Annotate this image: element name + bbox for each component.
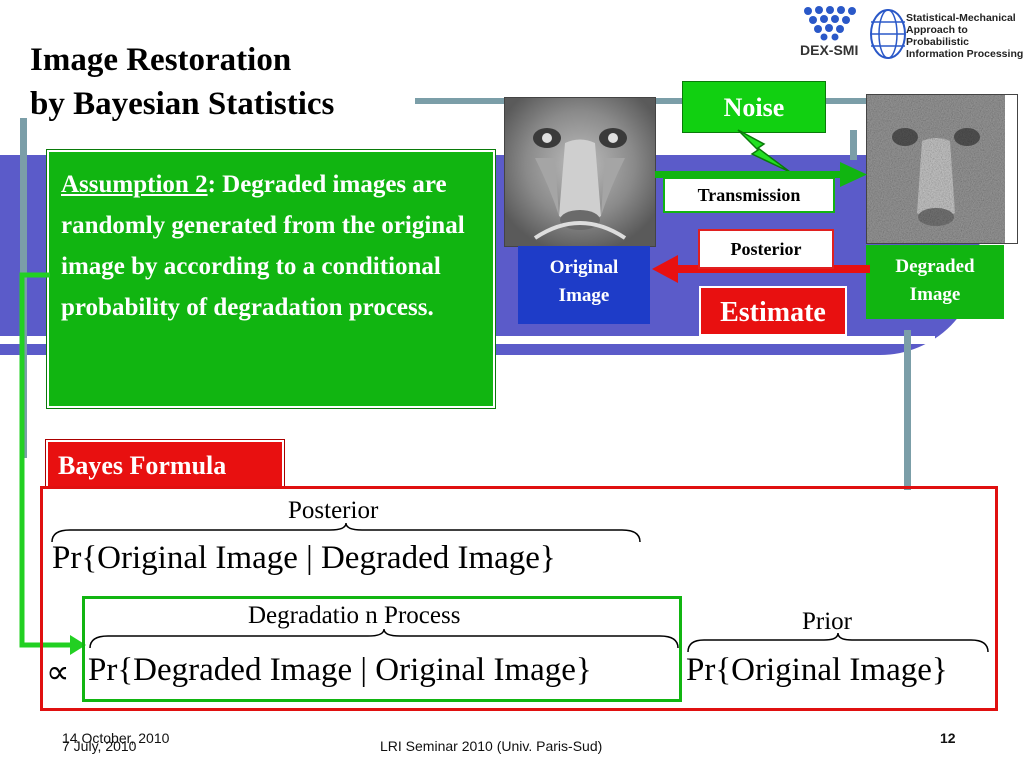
footer-date-2: 7 July, 2010 [62, 738, 137, 754]
assumption-heading: Assumption 2 [61, 171, 208, 198]
posterior-brace-icon [51, 522, 641, 543]
posterior-expression: Pr{Original Image | Degraded Image} [52, 540, 556, 576]
smapip-logo-icon [870, 9, 906, 59]
title-line-2: by Bayesian Statistics [30, 86, 335, 122]
noise-box: Noise [682, 81, 826, 133]
formula-box [40, 486, 998, 711]
assumption-colon: : [207, 171, 223, 198]
smapip-line-1: Statistical-Mechanical [906, 12, 1016, 24]
degradation-brace-icon [89, 628, 679, 649]
degraded-label-line-1: Degraded [895, 256, 975, 277]
original-label-line-1: Original [549, 257, 619, 278]
footer-date-1: 14 October, 2010 [62, 730, 170, 746]
original-image-label: Original Image [518, 246, 650, 324]
title-line-1: Image Restoration [30, 42, 292, 78]
degraded-image [866, 94, 1018, 244]
footer-seminar: LRI Seminar 2010 (Univ. Paris-Sud) [380, 738, 603, 754]
smapip-line-2: Approach to Probabilistic [906, 24, 970, 48]
proportional-sign: ∝ [46, 655, 70, 691]
transmission-arrow-icon [655, 162, 867, 187]
original-label-line-2: Image [558, 285, 610, 306]
degradation-expression: Pr{Degraded Image | Original Image} [88, 652, 592, 688]
dex-smi-logo-icon [804, 6, 856, 41]
degradation-brace-label: Degradatio n Process [248, 602, 461, 629]
dex-smi-label: DEX-SMI [800, 42, 859, 58]
connector-arrow-icon [19, 272, 86, 655]
original-image [504, 97, 656, 247]
page-title: Image Restoration by Bayesian Statistics [30, 38, 334, 126]
smapip-line-3: Information Processing [906, 48, 1024, 60]
smapip-label: Statistical-Mechanical Approach to Proba… [906, 12, 1024, 60]
prior-brace-icon [687, 632, 989, 653]
estimate-arrow-icon [652, 255, 870, 283]
posterior-brace-label: Posterior [288, 497, 379, 524]
degraded-label-line-2: Image [909, 284, 961, 305]
page-number: 12 [940, 730, 956, 746]
right-pole-top [850, 130, 857, 160]
right-pole [904, 330, 911, 490]
prior-expression: Pr{Original Image} [686, 652, 948, 688]
assumption-body: Degraded images are randomly generated f… [61, 171, 465, 321]
estimate-box: Estimate [699, 286, 847, 336]
transmission-label: Transmission [663, 177, 835, 213]
prior-brace-label: Prior [802, 608, 852, 635]
top-rule [415, 98, 900, 104]
degraded-image-label: Degraded Image [866, 245, 1004, 319]
assumption-box: Assumption 2: Degraded images are random… [47, 150, 495, 408]
posterior-label: Posterior [698, 229, 834, 269]
bayes-formula-tag: Bayes Formula [46, 440, 284, 488]
degradation-process-box [82, 596, 682, 702]
